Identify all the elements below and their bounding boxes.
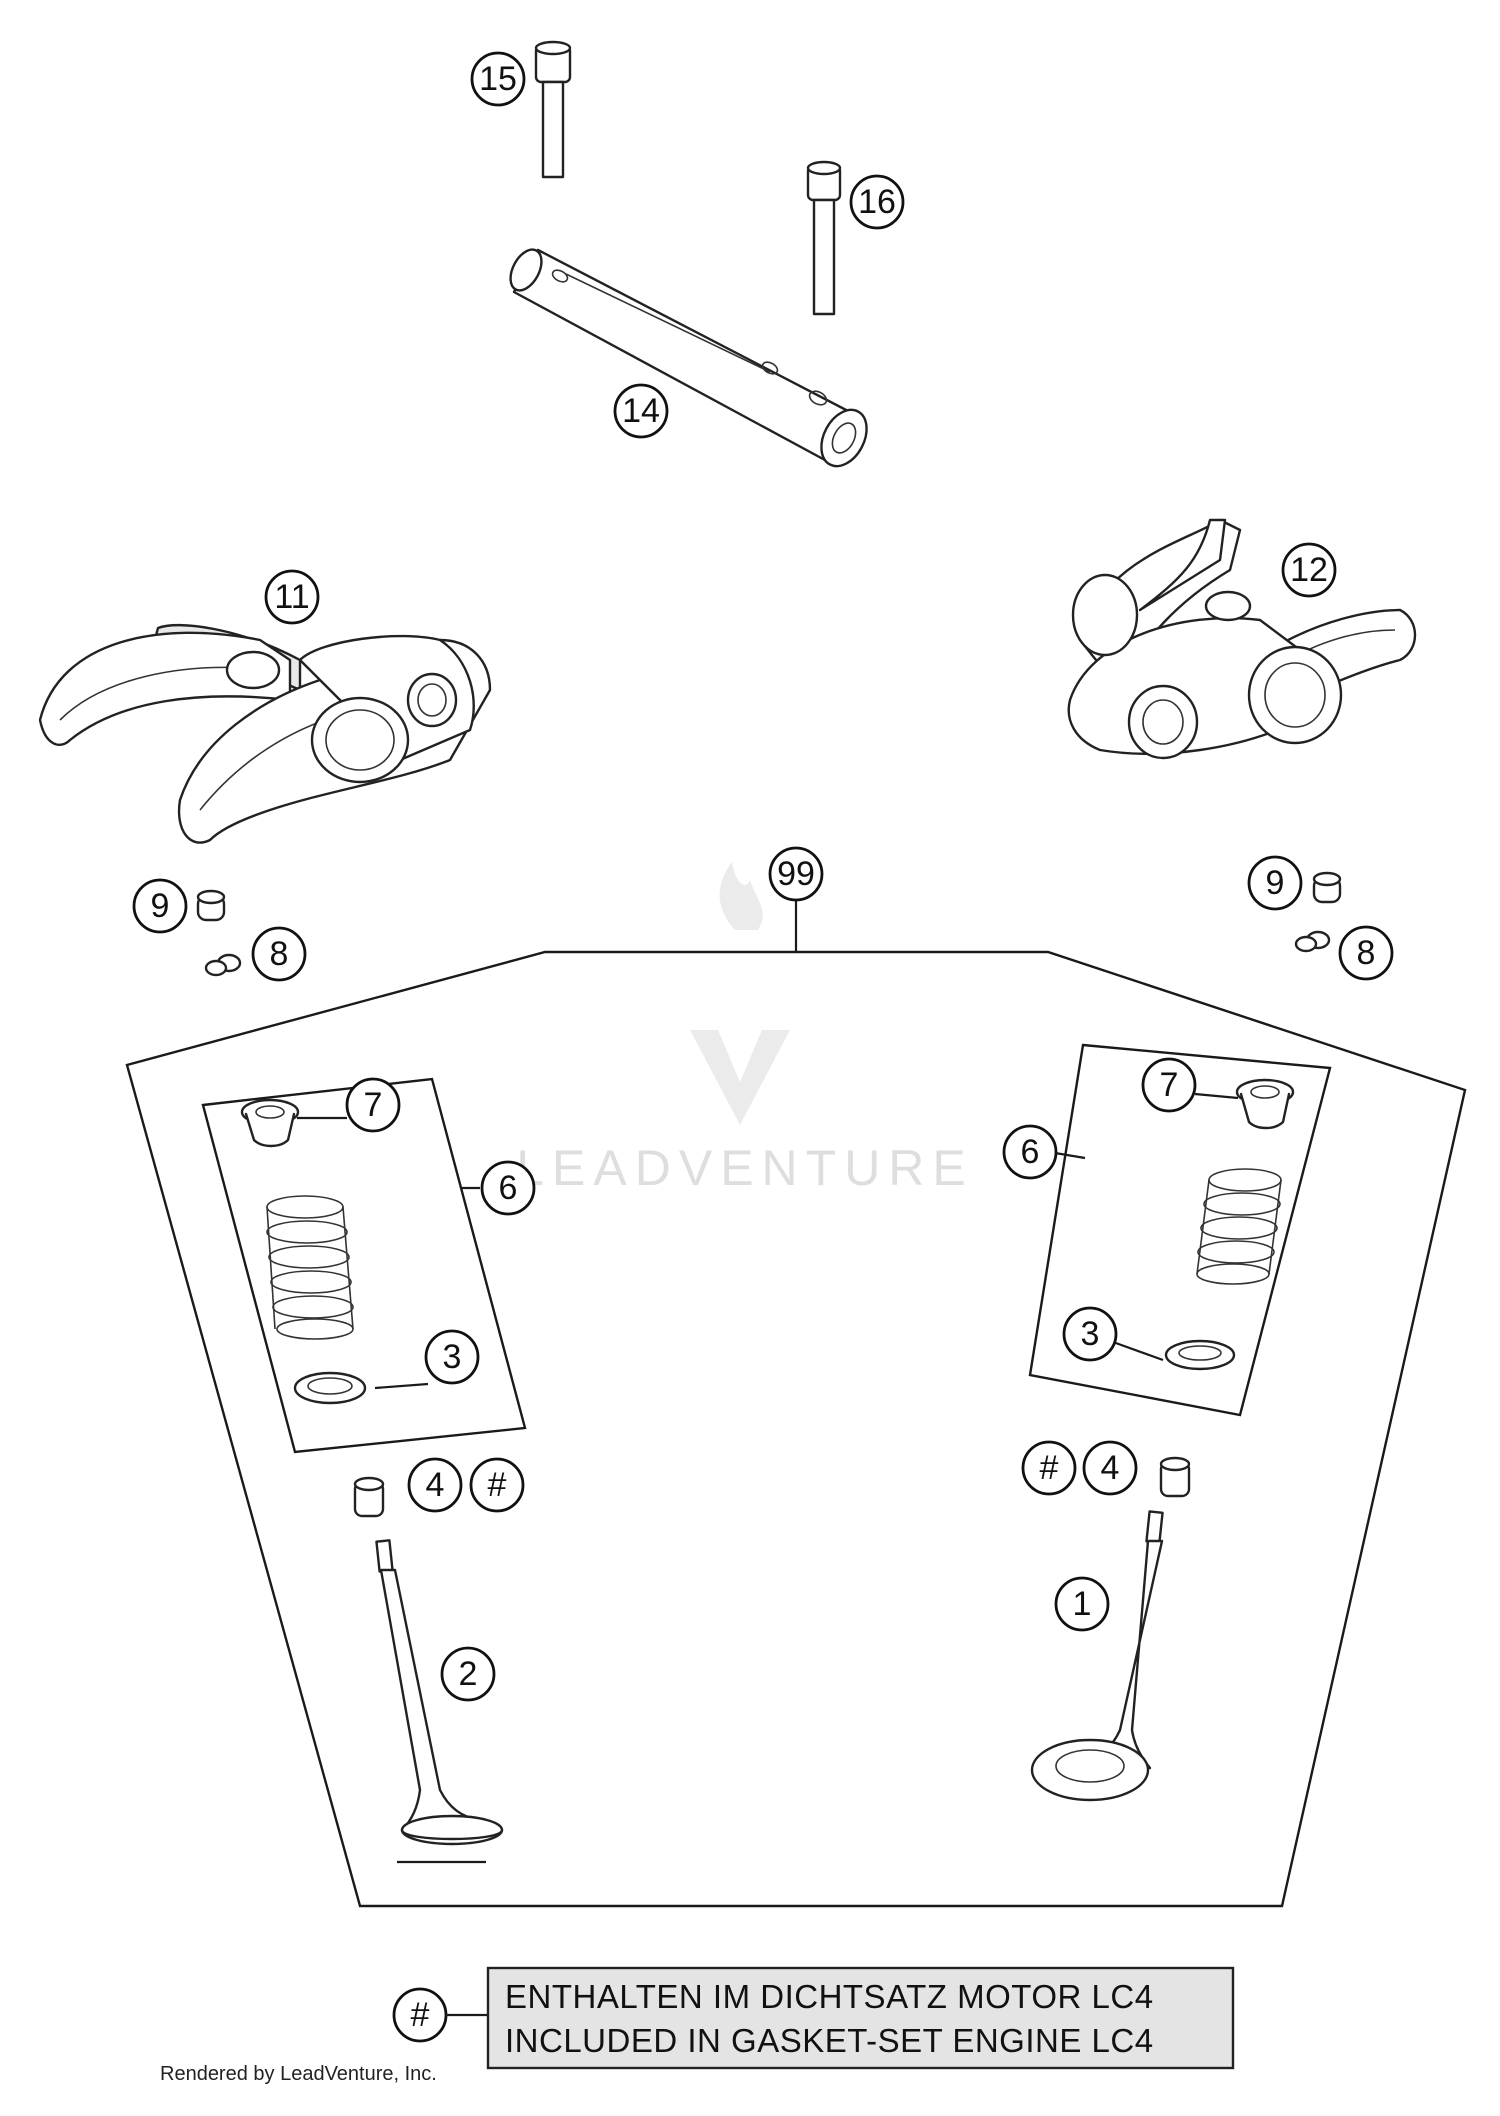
callout-7-left[interactable]: 7 bbox=[345, 1077, 401, 1133]
callout-label-6-right: 6 bbox=[1021, 1133, 1040, 1171]
assembly-outline-99 bbox=[125, 950, 1467, 1908]
callout-6-left[interactable]: 6 bbox=[480, 1160, 536, 1216]
watermark-text: LEADVENTURE bbox=[516, 1140, 974, 1196]
callout-label-3-right: 3 bbox=[1081, 1315, 1100, 1353]
spring-seat-3-left bbox=[293, 1371, 367, 1405]
callout-14[interactable]: 14 bbox=[613, 383, 669, 439]
watermark-flame-icon bbox=[719, 862, 763, 930]
callout-11[interactable]: 11 bbox=[264, 569, 320, 625]
callout-label-9-left: 9 bbox=[151, 887, 170, 925]
valve-shim-9-left bbox=[196, 889, 226, 922]
callout-label-12: 12 bbox=[1290, 551, 1328, 589]
callout-4-right[interactable]: 4 bbox=[1082, 1440, 1138, 1496]
callout-9-left[interactable]: 9 bbox=[132, 878, 188, 934]
callout-label-99: 99 bbox=[777, 855, 815, 893]
callout-label-hash-note: # bbox=[411, 1996, 430, 2034]
callout-1[interactable]: 1 bbox=[1054, 1576, 1110, 1632]
spring-retainer-7-left bbox=[240, 1098, 300, 1148]
callout-7-right[interactable]: 7 bbox=[1141, 1057, 1197, 1113]
callout-12[interactable]: 12 bbox=[1281, 542, 1337, 598]
callout-label-2: 2 bbox=[459, 1655, 478, 1693]
rocker-arm-11 bbox=[38, 623, 492, 844]
callout-label-9-right: 9 bbox=[1266, 864, 1285, 902]
callout-2[interactable]: 2 bbox=[440, 1646, 496, 1702]
watermark: LEADVENTURE bbox=[516, 862, 974, 1196]
intake-valve-1 bbox=[1030, 1510, 1164, 1802]
callout-label-11: 11 bbox=[274, 578, 309, 616]
callout-15[interactable]: 15 bbox=[470, 51, 526, 107]
callout-label-7-left: 7 bbox=[364, 1086, 383, 1124]
callout-label-1: 1 bbox=[1073, 1585, 1092, 1623]
leader-lines bbox=[297, 1092, 1239, 1864]
callout-8-right[interactable]: 8 bbox=[1338, 925, 1394, 981]
callout-label-14: 14 bbox=[622, 392, 660, 430]
callout-label-4-left: 4 bbox=[426, 1466, 445, 1504]
callout-label-4-right: 4 bbox=[1101, 1449, 1120, 1487]
bolt-16 bbox=[806, 160, 842, 316]
valve-shim-9-right bbox=[1312, 871, 1342, 904]
spring-seat-3-right bbox=[1164, 1339, 1236, 1371]
callout-label-3-left: 3 bbox=[443, 1338, 462, 1376]
callout-label-8-left: 8 bbox=[270, 935, 289, 973]
callout-label-8-right: 8 bbox=[1357, 934, 1376, 972]
callout-hash-left[interactable]: # bbox=[469, 1457, 525, 1513]
gasket-set-note: ENTHALTEN IM DICHTSATZ MOTOR LC4 INCLUDE… bbox=[486, 1966, 1235, 2070]
callout-3-left[interactable]: 3 bbox=[424, 1329, 480, 1385]
note-line-german: ENTHALTEN IM DICHTSATZ MOTOR LC4 bbox=[505, 1978, 1154, 2015]
valve-spring-left bbox=[266, 1195, 354, 1340]
callout-label-6-left: 6 bbox=[499, 1169, 518, 1207]
callout-6-right[interactable]: 6 bbox=[1002, 1124, 1058, 1180]
callout-16[interactable]: 16 bbox=[849, 174, 905, 230]
watermark-chevron-icon bbox=[690, 1030, 790, 1125]
valve-spring-box-6-right bbox=[1028, 1043, 1332, 1417]
bolt-15 bbox=[534, 40, 572, 179]
render-credit: Rendered by LeadVenture, Inc. bbox=[160, 2063, 437, 2085]
exhaust-valve-2 bbox=[375, 1539, 504, 1846]
rocker-arm-12 bbox=[1067, 518, 1417, 760]
callout-3-right[interactable]: 3 bbox=[1062, 1306, 1118, 1362]
valve-stem-seal-4-left bbox=[353, 1476, 385, 1518]
callout-4-left[interactable]: 4 bbox=[407, 1457, 463, 1513]
callout-hash-right[interactable]: # bbox=[1021, 1440, 1077, 1496]
callout-99[interactable]: 99 bbox=[768, 846, 824, 902]
callout-label-7-right: 7 bbox=[1160, 1066, 1179, 1104]
callout-label-16: 16 bbox=[858, 183, 896, 221]
callout-8-left[interactable]: 8 bbox=[251, 926, 307, 982]
callout-9-right[interactable]: 9 bbox=[1247, 855, 1303, 911]
note-box bbox=[486, 1966, 1235, 2070]
callout-hash-note[interactable]: # bbox=[392, 1987, 448, 2043]
valve-spring-right bbox=[1196, 1168, 1282, 1285]
rocker-shaft-14 bbox=[509, 248, 868, 468]
spring-retainer-7-right bbox=[1235, 1078, 1295, 1130]
callout-label-hash-left: # bbox=[488, 1466, 507, 1504]
valve-keeper-8-right bbox=[1294, 930, 1331, 953]
valve-stem-seal-4-right bbox=[1159, 1456, 1191, 1498]
callout-label-15: 15 bbox=[479, 60, 517, 98]
note-line-english: INCLUDED IN GASKET-SET ENGINE LC4 bbox=[505, 2022, 1154, 2059]
valve-keeper-8-left bbox=[204, 953, 242, 977]
callout-label-hash-right: # bbox=[1040, 1449, 1059, 1487]
